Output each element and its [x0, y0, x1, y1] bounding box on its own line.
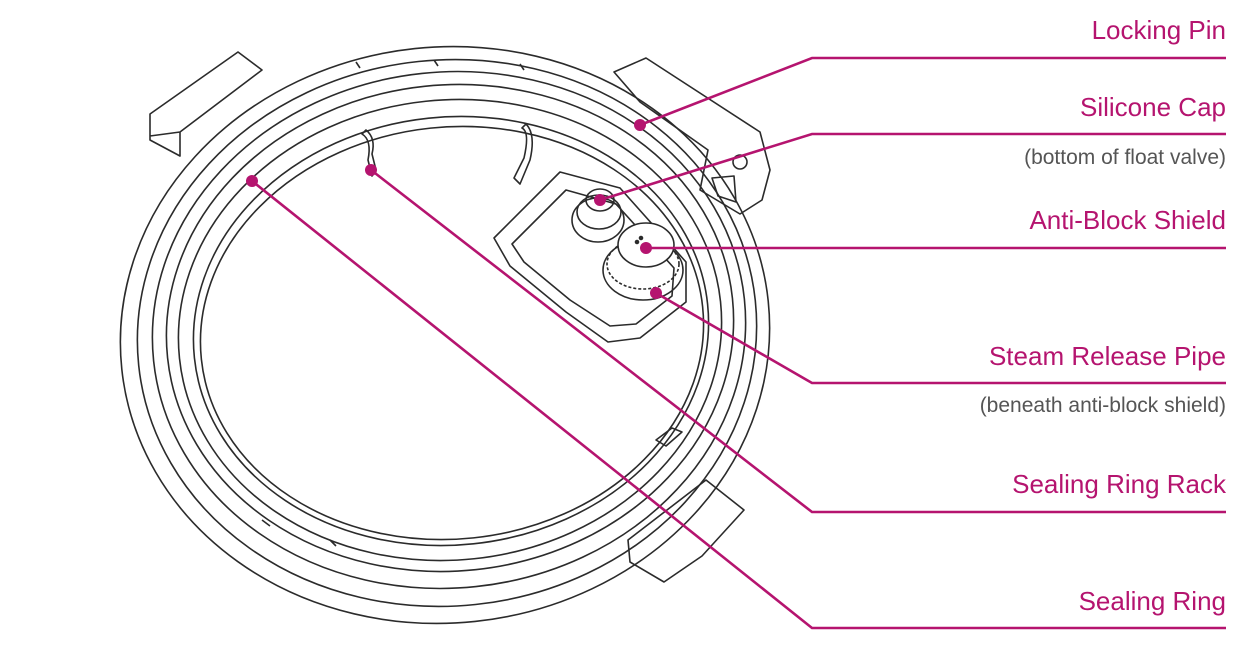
sealing-ring-outer [177, 98, 723, 562]
lid-rim-groove [151, 70, 747, 590]
callout-dot-sealing-ring-rack [365, 164, 377, 176]
label-steam-release-pipe-note: (beneath anti-block shield) [979, 394, 1226, 417]
lid-outer-rim-inner-edge [136, 58, 758, 608]
label-sealing-ring: Sealing Ring [1078, 586, 1226, 616]
callout-line-sealing-ring [251, 179, 1226, 630]
valve-housing [493, 171, 687, 343]
label-locking-pin: Locking Pin [1091, 15, 1226, 45]
right-handle-latch [711, 175, 737, 203]
label-steam-release-pipe: Steam Release Pipe [988, 341, 1226, 371]
callout-dot-anti-block-shield [640, 242, 652, 254]
label-sealing-ring-rack: Sealing Ring Rack [1012, 469, 1226, 499]
callout-line-steam-release-pipe [655, 291, 1226, 385]
label-silicone-cap-note: (bottom of float valve) [1024, 146, 1226, 169]
lid-outer-rim [119, 45, 771, 625]
shield-dot [634, 239, 640, 245]
lower-right-handle [627, 479, 745, 583]
callout-dot-locking-pin [634, 119, 646, 131]
left-handle [149, 51, 263, 157]
callout-dots [246, 119, 662, 299]
lid-center-plate [199, 125, 705, 541]
label-anti-block-shield: Anti-Block Shield [1029, 205, 1226, 235]
right-handle [613, 57, 771, 215]
callout-dot-steam-release-pipe [650, 287, 662, 299]
handle-hole [732, 154, 748, 170]
callout-line-locking-pin [639, 56, 1226, 127]
callout-lines [251, 56, 1226, 630]
float-valve-top [585, 188, 615, 212]
lid-rim-groove-inner [165, 83, 735, 573]
valve-housing-inner [511, 189, 675, 327]
sealing-ring-inner [192, 115, 710, 547]
callout-dot-silicone-cap [594, 194, 606, 206]
rack-hook-bottom [655, 427, 683, 447]
rack-hook-right [513, 123, 534, 185]
callout-line-silicone-cap [599, 132, 1226, 202]
lid-illustration [119, 45, 771, 625]
rim-notch [261, 59, 525, 547]
label-silicone-cap: Silicone Cap [1080, 92, 1226, 122]
steam-valve-collar-ridge [606, 238, 680, 290]
callout-dot-sealing-ring [246, 175, 258, 187]
shield-dot [638, 235, 644, 241]
callout-line-sealing-ring-rack [370, 168, 1226, 514]
